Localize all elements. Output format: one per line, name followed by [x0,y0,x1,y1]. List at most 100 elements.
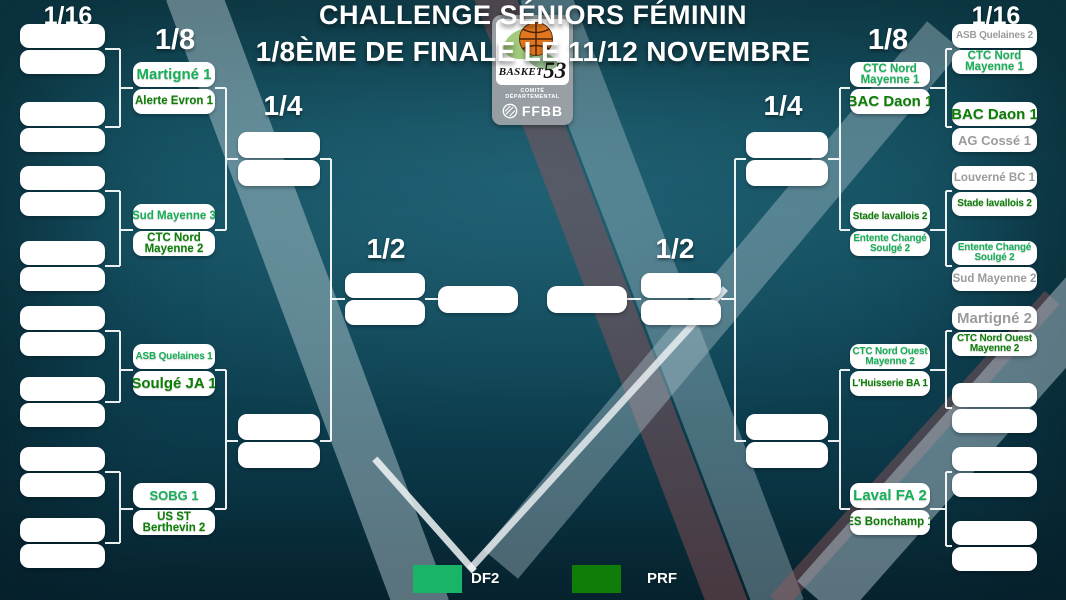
round-label-r8-right: 1/8 [867,24,909,56]
team-name: CTC Nord Ouest Mayenne 2 [957,333,1032,354]
match-pair: Martigné 2 CTC Nord Ouest Mayenne 2 [952,306,1037,356]
team-slot-empty [20,332,105,356]
round-label-r4-left: 1/4 [263,90,303,121]
match-pair [20,306,105,356]
team-slot-empty [20,192,105,216]
team-slot: Entente Changé Soulgé 2 [850,231,930,256]
team-slot-empty [952,473,1037,497]
team-slot: CTC Nord Mayenne 1 [850,62,930,87]
team-slot-empty [746,414,828,440]
team-name: CTC Nord Mayenne 2 [144,231,204,255]
logo-number: 53 [543,58,567,83]
match-pair [238,132,320,186]
match-pair [20,377,105,427]
match-pair: ASB Quelaines 1 Soulgé JA 1 [133,344,215,396]
match-pair [641,273,721,325]
team-slot-empty [238,160,320,186]
round-label-r8-left: 1/8 [154,24,196,56]
ffbb-row: FFBB [496,103,569,119]
team-slot: BAC Daon 1 [952,102,1037,126]
team-slot-empty [20,403,105,427]
team-slot-empty [746,160,828,186]
poster-title: CHALLENGE SÉNIORS FÉMININ 1/8ÈME DE FINA… [0,0,1066,68]
legend-label-prf: PRF [647,570,677,587]
team-name: ASB Quelaines 1 [135,350,213,362]
team-name: Stade lavallois 2 [852,210,928,222]
team-slot-empty [238,414,320,440]
round-label-r4-right: 1/4 [763,90,803,121]
basket53-logo-art: BASKET53 [496,19,569,85]
match-pair [20,447,105,497]
match-pair [746,414,828,468]
ffbb-icon [502,103,518,119]
team-slot-empty [238,442,320,468]
match-pair [952,447,1037,497]
team-slot-empty [20,518,105,542]
team-slot: Alerte Evron 1 [133,89,215,114]
match-pair: Stade lavallois 2 Entente Changé Soulgé … [850,204,930,256]
match-pair: Martigné 1 Alerte Evron 1 [133,62,215,114]
team-slot-empty [345,273,425,298]
match-pair: ASB Quelaines 2 CTC Nord Mayenne 1 [952,24,1037,74]
team-slot: Stade lavallois 2 [850,204,930,229]
basketball-icon [519,22,553,56]
team-slot-empty [20,377,105,401]
team-slot: Sud Mayenne 2 [952,267,1037,291]
team-name: Martigné 2 [956,309,1032,327]
team-slot: BAC Daon 1 [850,89,930,114]
team-name: Louverné BC 1 [953,171,1036,184]
final-slot-right [547,286,627,313]
match-pair [952,383,1037,433]
team-name: Sud Mayenne 3 [133,210,215,222]
team-name: Stade lavallois 2 [957,198,1032,209]
team-name: CTC Nord Mayenne 1 [860,62,920,86]
team-slot-empty [952,383,1037,407]
team-name: ES Bonchamp 1 [850,516,930,528]
title-line-2: 1/8ÈME DE FINALE LE 11/12 NOVEMBRE [255,36,811,67]
match-pair [20,518,105,568]
team-name: Entente Changé Soulgé 2 [957,242,1032,263]
team-slot-empty [746,442,828,468]
legend-swatch-prf [572,565,621,593]
team-name: Martigné 1 [136,66,212,83]
match-pair: SOBG 1 US ST Berthevin 2 [133,483,215,535]
legend-label-df2: DF2 [471,570,500,587]
team-slot: CTC Nord Mayenne 2 [133,231,215,256]
team-slot: CTC Nord Ouest Mayenne 2 [850,344,930,369]
team-name: Soulgé JA 1 [133,375,215,392]
team-name: SOBG 1 [149,488,199,503]
team-slot: CTC Nord Ouest Mayenne 2 [952,332,1037,356]
team-slot-empty [641,273,721,298]
team-slot: ES Bonchamp 1 [850,510,930,535]
logo-word: BASKET [498,66,544,78]
team-slot-empty [238,132,320,158]
round-label-r2-right: 1/2 [655,233,695,264]
round-label-r2-left: 1/2 [366,233,406,264]
basket53-logo: BASKET53 COMITÉ DÉPARTEMENTAL FFBB [492,15,573,125]
team-slot: Stade lavallois 2 [952,192,1037,216]
team-slot-empty [20,24,105,48]
match-pair: CTC Nord Ouest Mayenne 2 L'Huisserie BA … [850,344,930,396]
team-slot-empty [20,241,105,265]
team-slot-empty [20,306,105,330]
match-pair: Louverné BC 1 Stade lavallois 2 [952,166,1037,216]
team-slot-empty [20,102,105,126]
match-pair: Entente Changé Soulgé 2 Sud Mayenne 2 [952,241,1037,291]
team-name: L'Huisserie BA 1 [852,377,928,389]
final-slot-left [438,286,518,313]
team-slot-empty [952,547,1037,571]
team-slot: Entente Changé Soulgé 2 [952,241,1037,265]
team-slot: Soulgé JA 1 [133,371,215,396]
team-slot: Louverné BC 1 [952,166,1037,190]
team-slot: Martigné 1 [133,62,215,87]
match-pair: CTC Nord Mayenne 1 BAC Daon 1 [850,62,930,114]
match-pair [20,102,105,152]
match-pair: BAC Daon 1 AG Cossé 1 [952,102,1037,152]
team-name: BAC Daon 1 [850,93,930,110]
team-slot: CTC Nord Mayenne 1 [952,50,1037,74]
match-pair: Laval FA 2 ES Bonchamp 1 [850,483,930,535]
team-slot-empty [20,128,105,152]
match-pair [238,414,320,468]
logo-wordmark: BASKET53 [496,58,569,84]
